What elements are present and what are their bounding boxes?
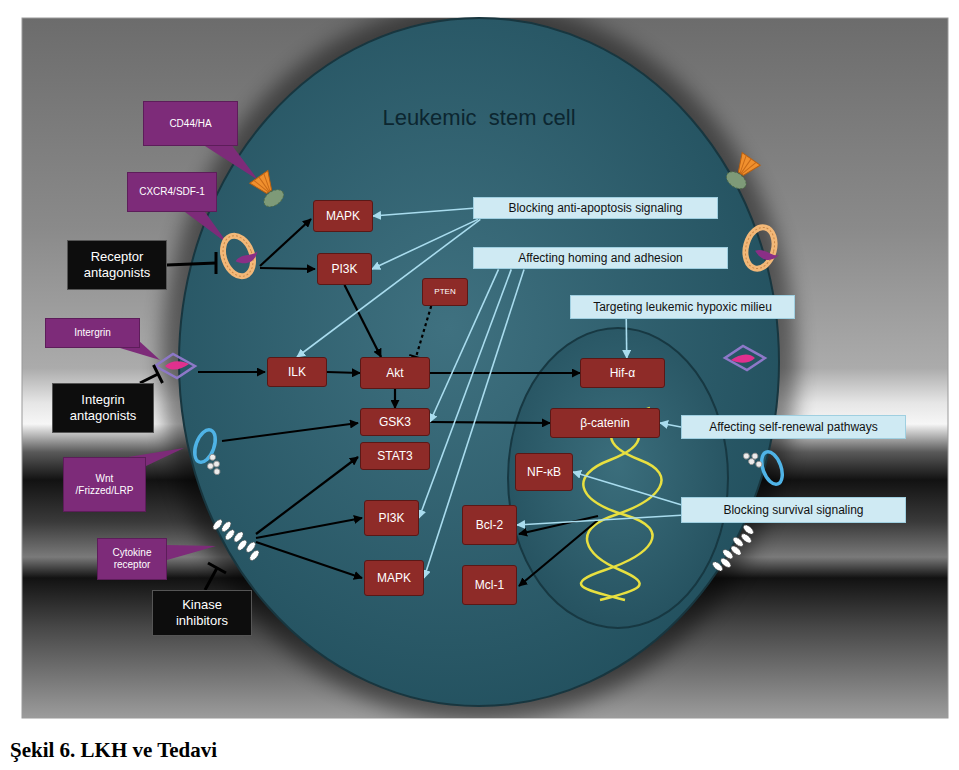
frame — [22, 18, 948, 718]
pathway-box: β-catenin — [550, 408, 660, 438]
callout-tails — [120, 140, 258, 560]
pathway-box: GSK3 — [360, 408, 430, 436]
target-arrow — [430, 269, 499, 422]
dna-helix — [581, 408, 662, 600]
node-label: Blocking survival signaling — [723, 503, 863, 517]
receptor-callout: Intergrin — [45, 318, 140, 348]
signal-arrow — [430, 372, 580, 374]
cell-body — [179, 18, 779, 706]
pathway-box: Mcl-1 — [462, 565, 517, 605]
target-arrow — [373, 208, 473, 216]
cell-outline: Leukemic stem cellMAPK PI3K Blocking anti-… — [178, 17, 780, 707]
node-label: Hif-α — [610, 366, 636, 380]
node-label: ILK — [288, 365, 306, 379]
node-label: PI3K — [331, 262, 357, 276]
pathway-box: PI3K — [317, 253, 372, 285]
target-arrow — [419, 269, 511, 518]
pathway-box: NF-κB — [515, 453, 573, 491]
target-arrow — [424, 269, 524, 578]
signal-arrow — [327, 372, 360, 373]
node-label: PI3K — [378, 511, 404, 525]
node-label: Bcl-2 — [476, 518, 503, 532]
node-label: Wnt /Frizzed/LRP — [69, 473, 140, 497]
node-label: NF-κB — [527, 465, 561, 479]
inhibition-line — [416, 306, 431, 357]
node-label: MAPK — [326, 209, 360, 223]
receptor-callout: CD44/HA — [143, 101, 238, 146]
therapy-label: Affecting self-renewal pathways — [681, 415, 906, 439]
pathway-box: Akt — [360, 357, 430, 389]
node-label: Blocking anti-apoptosis signaling — [508, 201, 682, 215]
pathway-box: Bcl-2 — [462, 505, 517, 545]
receptor-callout: CXCR4/SDF-1 — [127, 172, 217, 212]
receptor-symbols — [155, 153, 786, 576]
pathway-box: PTEN — [422, 278, 468, 306]
node-label: Akt — [386, 366, 403, 380]
inhibitor-box: Kinase inhibitors — [152, 590, 252, 636]
nucleus — [508, 328, 728, 628]
target-arrow — [660, 423, 681, 427]
node-label: Affecting homing and adhesion — [518, 251, 683, 265]
therapy-label: Blocking survival signaling — [681, 497, 906, 523]
inhibitor-box: Integrin antagonists — [52, 383, 154, 433]
node-label: GSK3 — [379, 415, 411, 429]
target-arrow — [573, 472, 681, 505]
inhibition-bars — [140, 252, 226, 590]
pathway-box: Hif-α — [580, 358, 665, 388]
node-label: PTEN — [434, 287, 455, 297]
signal-arrow — [430, 422, 550, 423]
pathway-box: PI3K — [364, 500, 419, 536]
pathway-box: STAT3 — [360, 442, 430, 470]
receptor-callout: Cytokine receptor — [97, 538, 167, 580]
node-label: Receptor antagonists — [74, 249, 160, 280]
node-label: Cytokine receptor — [103, 547, 161, 571]
pathway-box: MAPK — [364, 560, 424, 596]
node-label: Integrin antagonists — [59, 392, 147, 423]
signal-arrows — [198, 219, 598, 586]
cell-title: Leukemic stem cell — [178, 17, 780, 131]
pathway-box: MAPK — [313, 200, 373, 232]
therapy-label: Targeting leukemic hypoxic milieu — [570, 295, 795, 319]
node-label: CD44/HA — [169, 118, 211, 130]
target-arrow — [625, 319, 627, 358]
node-label: STAT3 — [377, 449, 413, 463]
cell-shadow — [161, 18, 797, 718]
therapy-label: Blocking anti-apoptosis signaling — [473, 197, 718, 219]
therapy-label: Affecting homing and adhesion — [473, 247, 728, 269]
node-label: Affecting self-renewal pathways — [709, 420, 878, 434]
target-arrow — [297, 219, 480, 357]
node-label: Mcl-1 — [475, 578, 504, 592]
target-arrow — [372, 219, 478, 269]
node-label: Kinase inhibitors — [159, 597, 245, 628]
node-label: β-catenin — [580, 416, 630, 430]
target-arrow — [517, 515, 681, 525]
figure-caption: Şekil 6. LKH ve Tedavi — [10, 738, 217, 763]
node-label: MAPK — [377, 571, 411, 585]
inhibitor-box: Receptor antagonists — [67, 240, 167, 290]
node-label: CXCR4/SDF-1 — [139, 186, 205, 198]
node-label: Intergrin — [74, 327, 111, 339]
node-label: Targeting leukemic hypoxic milieu — [593, 300, 772, 314]
signal-arrow — [394, 389, 396, 408]
pathway-box: ILK — [267, 357, 327, 387]
signal-arrow — [345, 285, 382, 357]
receptor-callout: Wnt /Frizzed/LRP — [63, 457, 146, 512]
